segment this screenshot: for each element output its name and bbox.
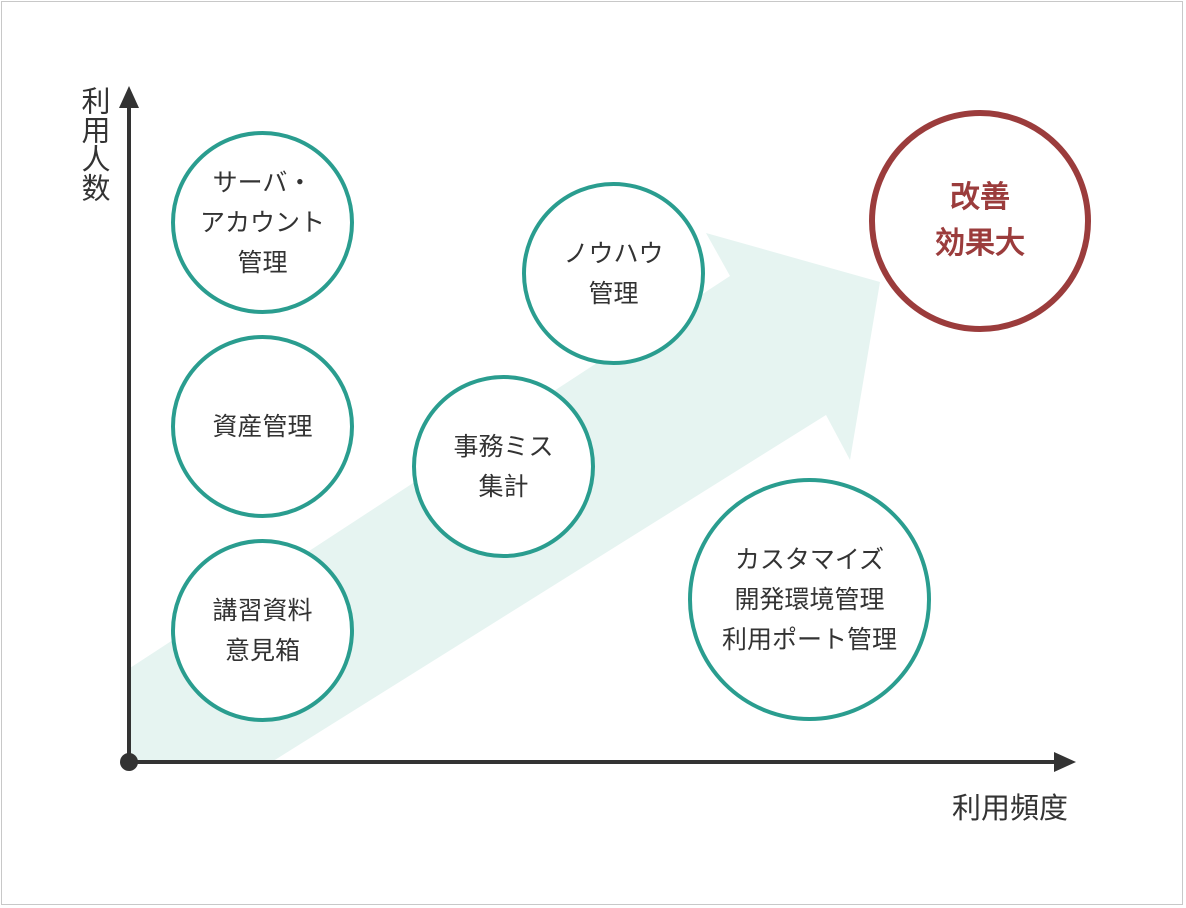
node-asset-label: 資産管理	[212, 411, 313, 441]
node-customize-label: カスタマイズ 開発環境管理 利用ポート管理	[721, 544, 897, 654]
x-axis-arrowhead	[1054, 752, 1076, 772]
node-training: 講習資料 意見箱	[171, 539, 354, 722]
node-asset: 資産管理	[171, 335, 354, 518]
node-knowhow-label: ノウハウ 管理	[563, 238, 664, 308]
y-axis-label: 利用人数	[77, 86, 111, 202]
node-training-label: 講習資料 意見箱	[212, 595, 313, 665]
y-axis-arrowhead	[119, 86, 139, 108]
node-server-account: サーバ・ アカウント 管理	[171, 131, 354, 314]
origin-dot	[120, 753, 138, 771]
node-knowhow: ノウハウ 管理	[522, 182, 705, 365]
node-office-error-label: 事務ミス 集計	[453, 431, 554, 501]
node-improvement-label: 改善 効果大	[935, 180, 1025, 261]
node-server-account-label: サーバ・ アカウント 管理	[199, 167, 325, 277]
node-office-error: 事務ミス 集計	[412, 375, 595, 558]
x-axis-label: 利用頻度	[951, 791, 1068, 825]
node-improvement: 改善 効果大	[869, 110, 1091, 332]
node-customize: カスタマイズ 開発環境管理 利用ポート管理	[688, 478, 931, 721]
